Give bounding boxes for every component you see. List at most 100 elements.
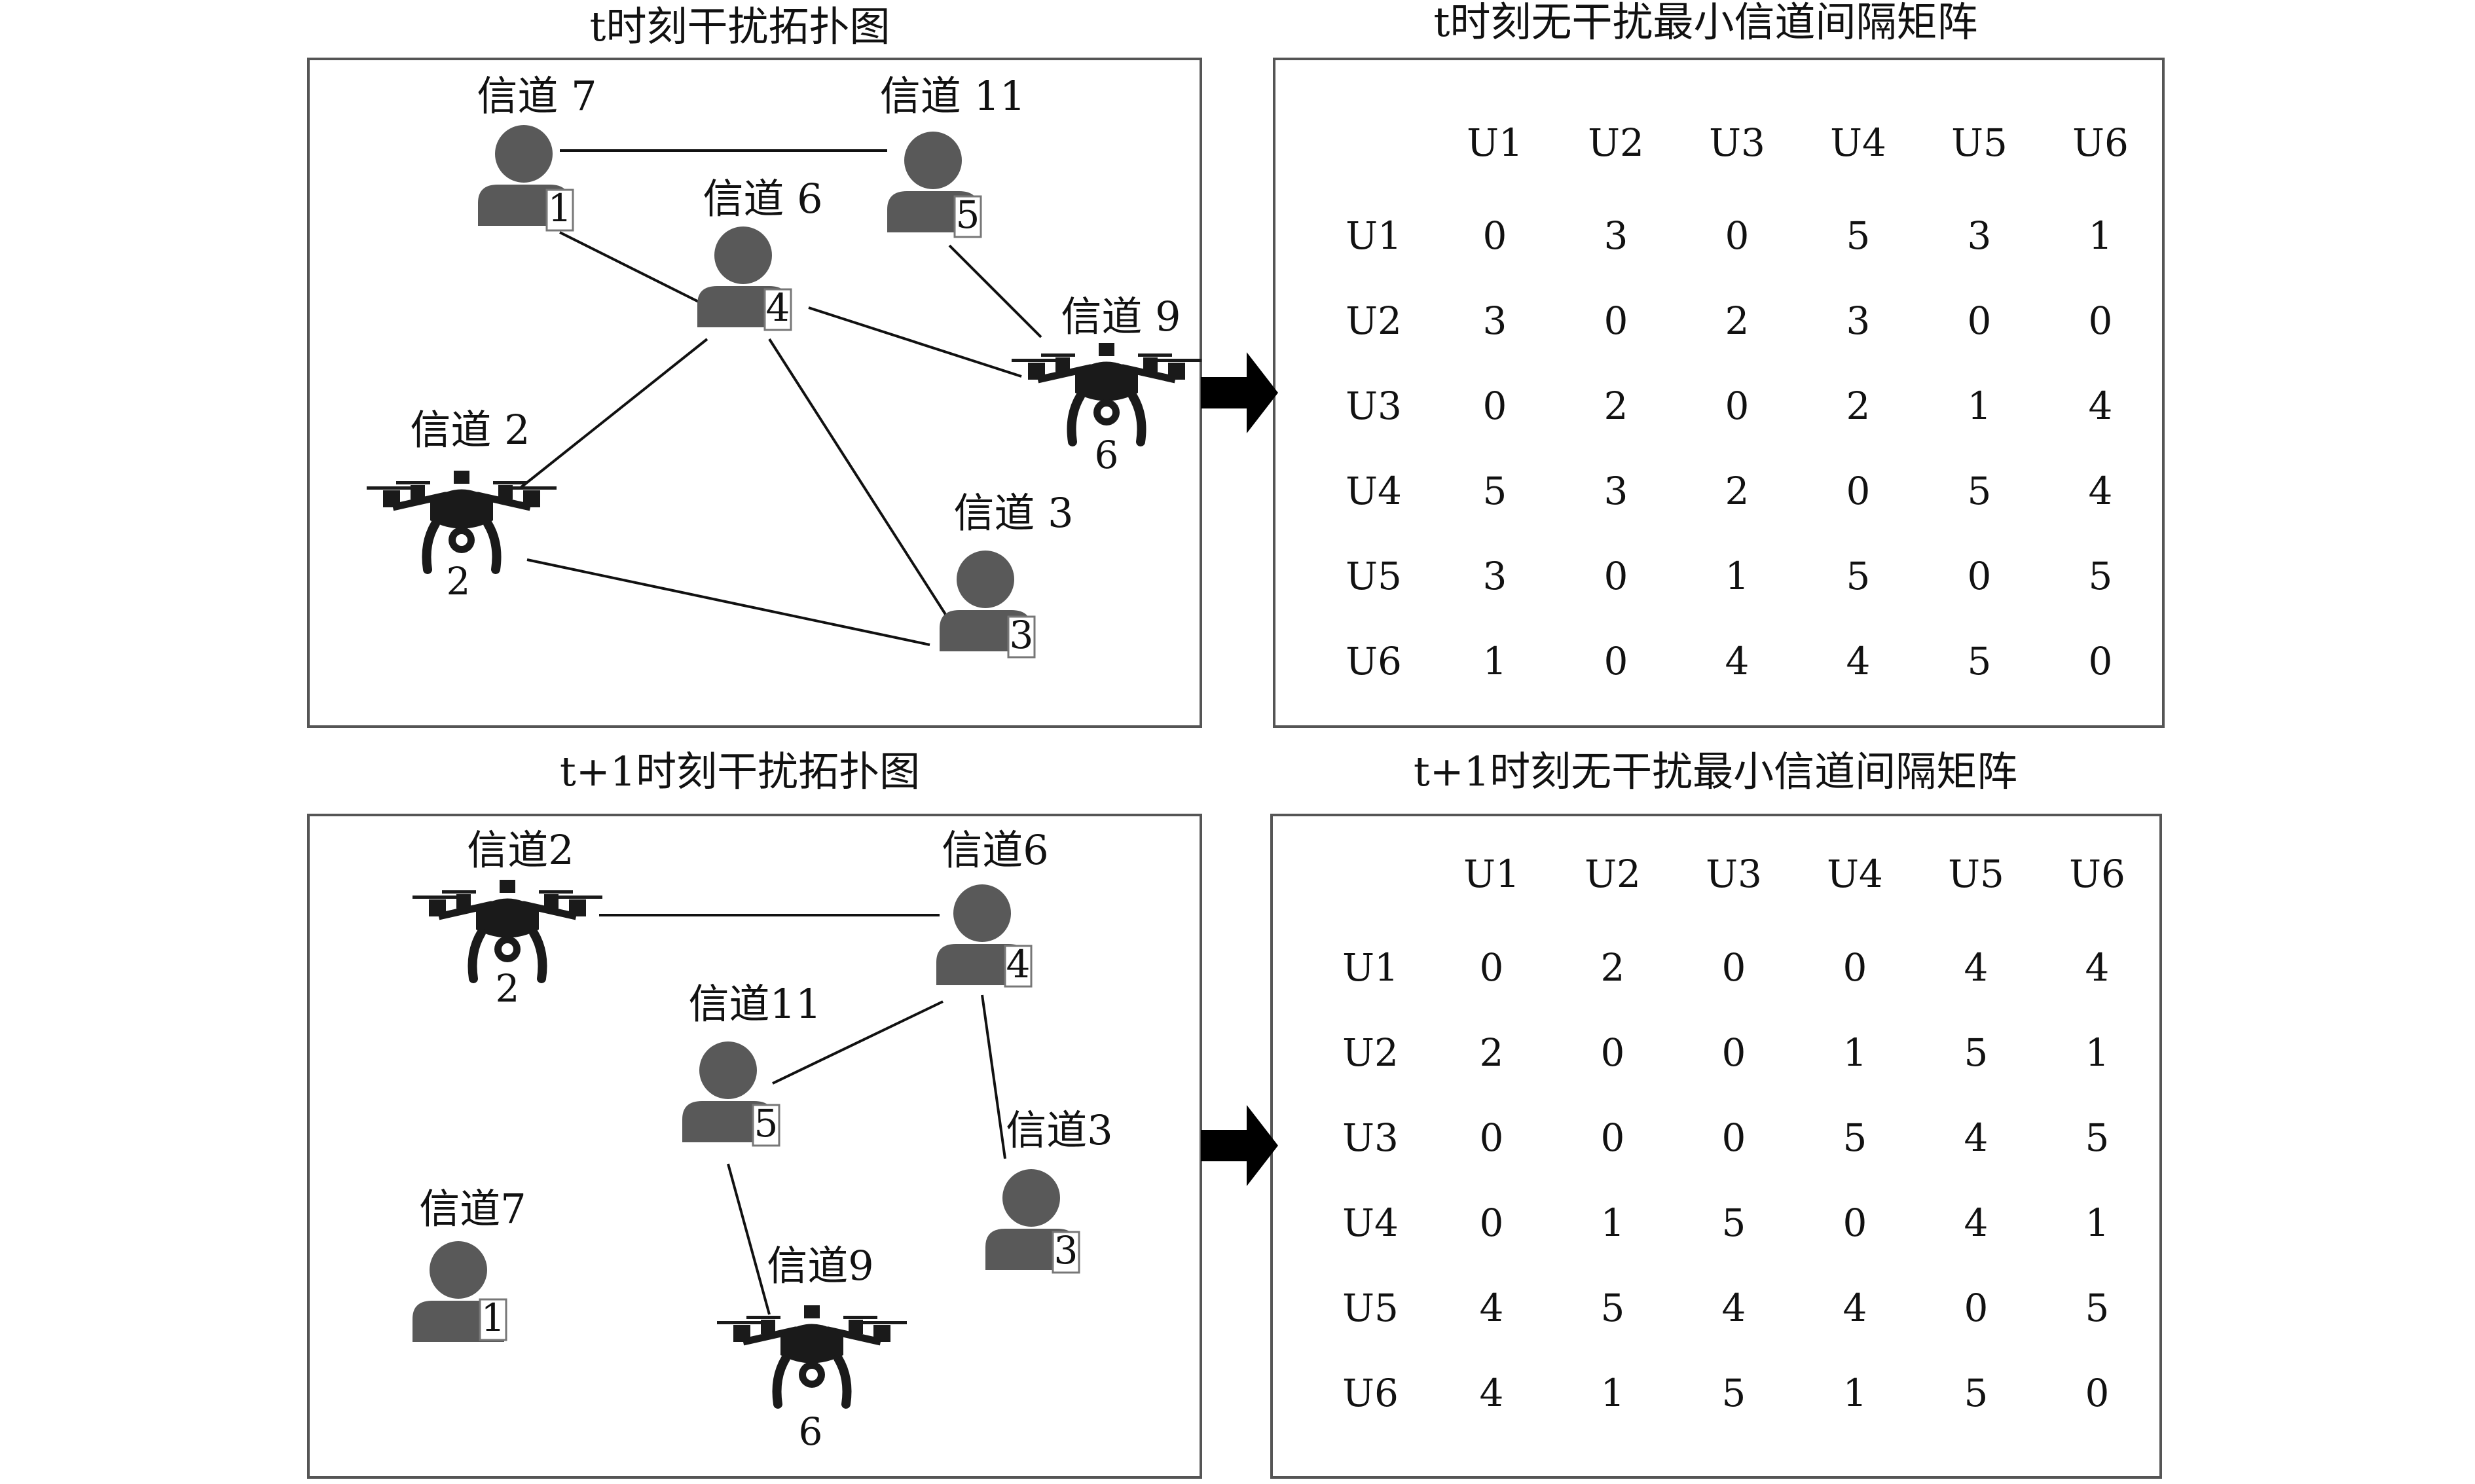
matrix-cell: 4 (2089, 384, 2113, 428)
top-edges (519, 149, 1042, 646)
matrix-cell: 4 (1722, 1286, 1746, 1330)
badge-box (1007, 615, 1036, 659)
row-header: U5 (1346, 554, 1402, 598)
matrix-cell: 0 (1968, 554, 1992, 598)
matrix-cell: 2 (1725, 469, 1750, 513)
matrix-cell: 0 (2089, 639, 2113, 683)
matrix-cell: 1 (2089, 213, 2113, 258)
col-header: U6 (2069, 852, 2125, 896)
matrix-cell: 5 (2089, 554, 2113, 598)
bottom-matrix: U1 U2 U3 U4 U5 U6 U1 0 2 0 0 4 4 U2 2 0 … (1342, 852, 2125, 1415)
bottom-topology-title: t+1时刻干扰拓扑图 (560, 748, 920, 795)
matrix-cell: 5 (1964, 1030, 1989, 1075)
matrix-cell: 0 (1604, 639, 1628, 683)
matrix-cell: 0 (1843, 945, 1867, 990)
col-header: U1 (1463, 852, 1520, 896)
col-header: U5 (1948, 852, 2004, 896)
edge-4-5 (772, 1000, 944, 1085)
matrix-cell: 0 (1480, 945, 1504, 990)
matrix-cell: 4 (1964, 945, 1989, 990)
row-header: U4 (1342, 1201, 1399, 1245)
matrix-cell: 2 (1601, 945, 1625, 990)
badge-box (1004, 945, 1033, 988)
drone-icon (367, 471, 557, 570)
badge-box (479, 1298, 507, 1341)
channel-label: 信道11 (689, 980, 822, 1028)
matrix-cell: 5 (2085, 1115, 2110, 1160)
top-topology-panel (307, 58, 1202, 728)
col-header: U3 (1709, 120, 1765, 165)
badge-number: 4 (766, 285, 790, 330)
matrix-cell: 0 (1604, 299, 1628, 343)
top-matrix-title: t时刻无干扰最小信道间隔矩阵 (1434, 0, 1978, 46)
edge-5-6 (948, 244, 1042, 338)
drone-icon (1012, 343, 1201, 442)
matrix-cell: 0 (1843, 1201, 1867, 1245)
badge-number: 4 (1006, 942, 1031, 986)
row-header: U6 (1342, 1371, 1399, 1415)
matrix-cell: 4 (1964, 1201, 1989, 1245)
matrix-cell: 3 (1846, 299, 1871, 343)
badge-box (752, 1104, 780, 1147)
matrix-cell: 1 (1601, 1371, 1625, 1415)
arrow-right-icon (1201, 1105, 1278, 1186)
matrix-cell: 5 (1964, 1371, 1989, 1415)
matrix-cell: 4 (1480, 1286, 1504, 1330)
badge-number: 5 (956, 192, 980, 237)
edge-5-6 (727, 1163, 771, 1315)
matrix-cell: 0 (1725, 384, 1750, 428)
drone-icon (717, 1305, 907, 1404)
badge-number: 2 (447, 559, 471, 604)
matrix-cell: 1 (2085, 1030, 2110, 1075)
bottom-edges (599, 914, 1006, 1315)
bottom-node-5: 信道11 5 (682, 980, 822, 1147)
matrix-cell: 0 (1725, 213, 1750, 258)
badge-number: 2 (496, 966, 520, 1011)
row-header: U2 (1346, 299, 1402, 343)
matrix-cell: 3 (1604, 469, 1628, 513)
row-header: U3 (1342, 1115, 1399, 1160)
edge-4-2 (519, 338, 708, 489)
matrix-cell: 3 (1483, 554, 1507, 598)
col-header: U2 (1585, 852, 1641, 896)
matrix-cell: 0 (1964, 1286, 1989, 1330)
matrix-cell: 4 (1725, 639, 1750, 683)
badge-box (763, 288, 792, 331)
matrix-cell: 0 (1722, 1030, 1746, 1075)
matrix-cell: 0 (1722, 1115, 1746, 1160)
badge-box (953, 195, 982, 238)
col-header: U6 (2072, 120, 2129, 165)
matrix-cell: 5 (1483, 469, 1507, 513)
bottom-matrix-panel (1270, 814, 2162, 1479)
channel-label: 信道 2 (410, 406, 530, 454)
channel-label: 信道 6 (703, 175, 822, 223)
channel-label: 信道 3 (953, 489, 1073, 537)
top-topology-title: t时刻干扰拓扑图 (590, 3, 890, 50)
matrix-cell: 0 (1846, 469, 1871, 513)
matrix-cell: 3 (1483, 299, 1507, 343)
matrix-cell: 0 (1722, 945, 1746, 990)
matrix-cell: 0 (1604, 554, 1628, 598)
matrix-cell: 5 (1968, 469, 1992, 513)
matrix-cell: 0 (1601, 1115, 1625, 1160)
badge-number: 3 (1054, 1228, 1078, 1273)
top-node-3: 信道 3 3 (940, 489, 1074, 659)
top-matrix: U1 U2 U3 U4 U5 U6 U1 0 3 0 5 3 1 U2 3 0 … (1346, 120, 2129, 683)
matrix-cell: 5 (2085, 1286, 2110, 1330)
bottom-node-1: 信道7 1 (412, 1185, 526, 1342)
channel-label: 信道 9 (1061, 293, 1181, 340)
edge-4-3 (981, 994, 1006, 1159)
badge-number: 6 (1095, 433, 1119, 477)
row-header: U6 (1346, 639, 1402, 683)
top-node-5: 信道 11 5 (880, 72, 1025, 238)
edge-2-3 (526, 558, 930, 646)
col-header: U4 (1830, 120, 1886, 165)
matrix-cell: 0 (1601, 1030, 1625, 1075)
matrix-cell: 2 (1725, 299, 1750, 343)
top-node-2: 信道 2 2 (367, 406, 557, 604)
matrix-cell: 3 (1604, 213, 1628, 258)
badge-number: 6 (799, 1409, 823, 1454)
matrix-cell: 2 (1480, 1030, 1504, 1075)
badge-box (545, 189, 574, 232)
